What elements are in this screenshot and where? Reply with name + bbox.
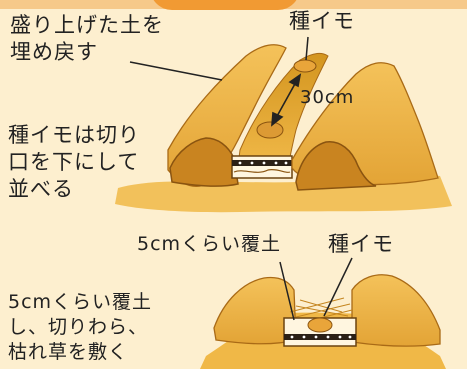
- bottom-trench-section: [283, 317, 357, 347]
- placement-label-line-1: 種イモは切り: [8, 123, 140, 147]
- mound-label-line-2: 埋め戻す: [10, 40, 98, 64]
- placement-label-line-2: 口を下にして: [8, 150, 140, 174]
- placement-label-line-3: 並べる: [8, 177, 74, 201]
- header-band: [0, 0, 467, 10]
- trench: [237, 52, 329, 167]
- leader-mound: [129, 61, 223, 81]
- distance-arrow: [271, 73, 302, 127]
- bottom-right-mound: [351, 274, 441, 347]
- leader-cover: [279, 261, 295, 321]
- cover-soil-label: 5cmくらい覆土: [137, 233, 282, 255]
- straw-label-line-2: し、切りわら、: [8, 316, 149, 338]
- straw-label-line-1: 5cmくらい覆土: [8, 291, 153, 313]
- seed-potato-label-top: 種イモ: [289, 9, 355, 33]
- top-planting-illustration: [115, 36, 452, 213]
- seed-potato-label-bottom: 種イモ: [328, 232, 394, 256]
- seed-potato-far: [293, 59, 317, 73]
- header-arc: [150, 0, 300, 10]
- right-ridge-face: [295, 141, 377, 191]
- left-ridge-face: [169, 137, 239, 187]
- leader-seed-top: [305, 36, 309, 61]
- seed-potato-near: [256, 121, 284, 139]
- distance-label: 30cm: [300, 87, 355, 108]
- mound-label: 盛り上げた土を 埋め戻す: [10, 12, 164, 66]
- bottom-seed-potato: [307, 317, 333, 333]
- leader-seed-bottom: [323, 257, 353, 317]
- bottom-planting-illustration: [200, 257, 446, 369]
- straw-label: 5cmくらい覆土 し、切りわら、 枯れ草を敷く: [8, 290, 152, 365]
- trench-section: [231, 155, 293, 179]
- mound-label-line-1: 盛り上げた土を: [10, 13, 164, 37]
- bottom-left-mound: [213, 276, 297, 345]
- straw-label-line-3: 枯れ草を敷く: [8, 341, 129, 363]
- placement-label: 種イモは切り 口を下にして 並べる: [8, 122, 140, 203]
